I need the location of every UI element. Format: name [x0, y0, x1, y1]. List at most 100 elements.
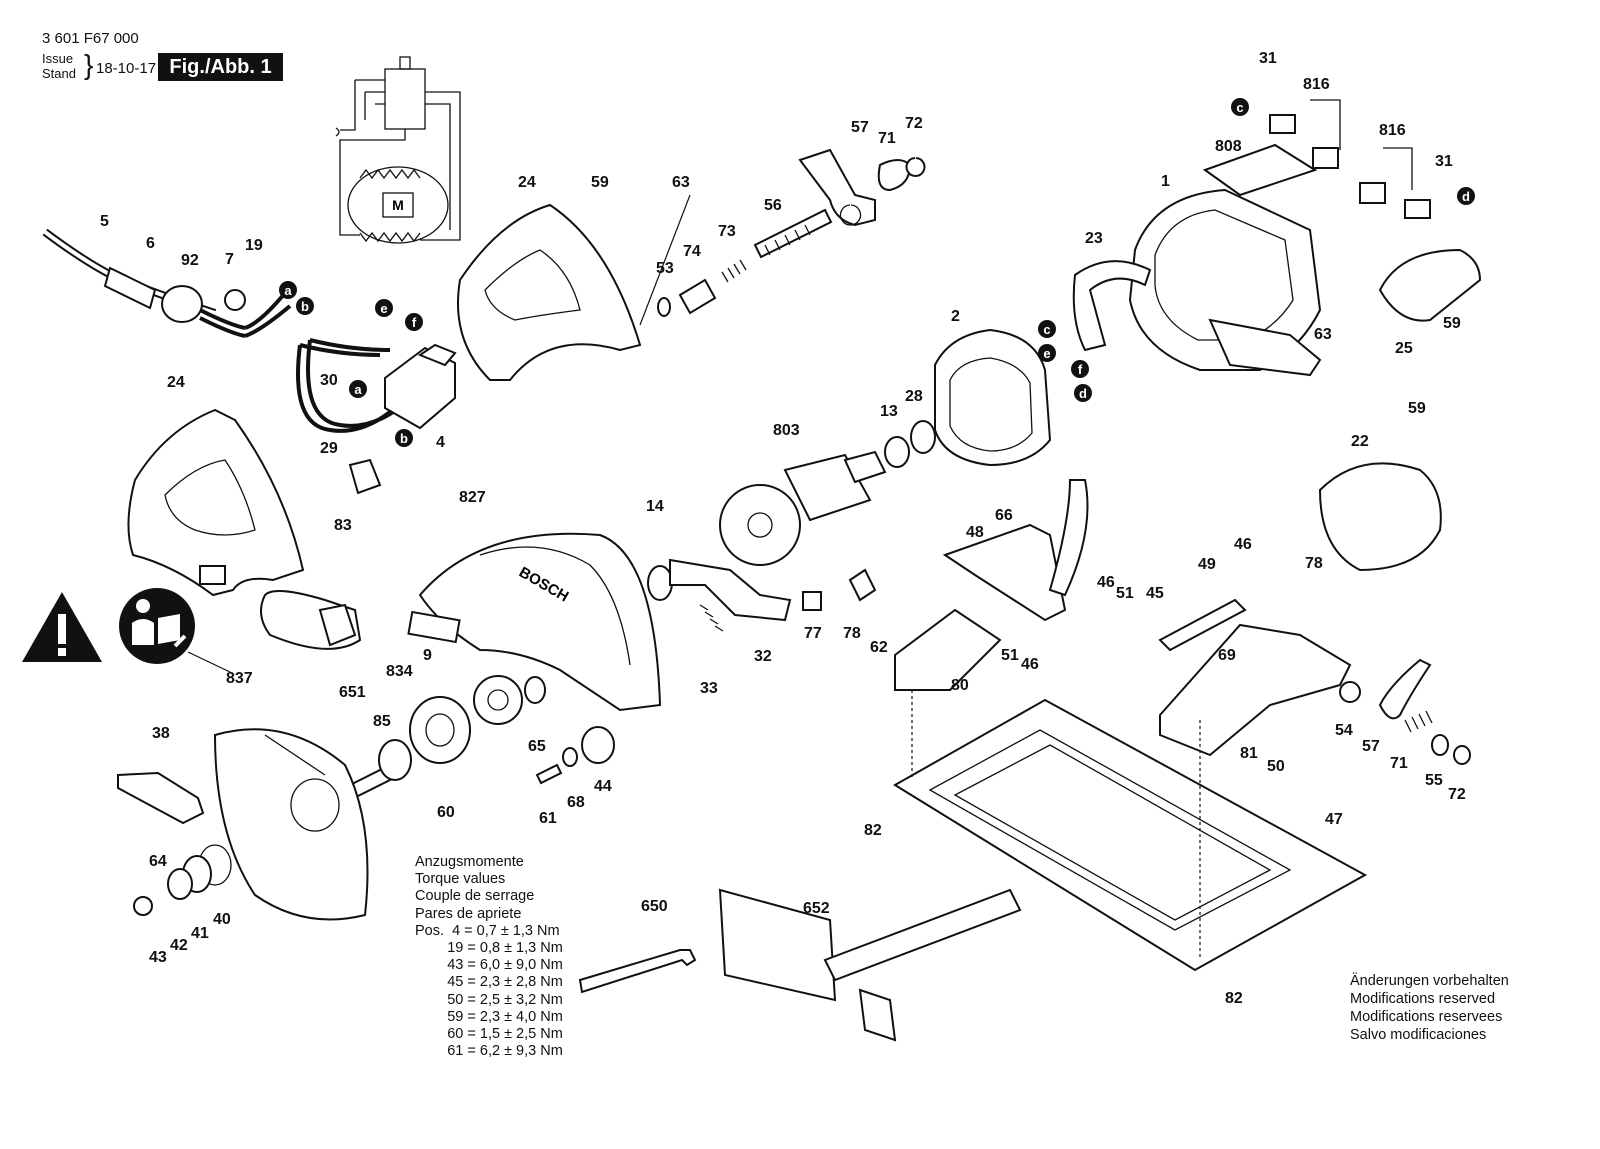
callout-63: 63 [1314, 326, 1332, 343]
torque-row: 61 = 6,2 ± 9,3 Nm [415, 1043, 563, 1060]
torque-row: 50 = 2,5 ± 3,2 Nm [415, 991, 563, 1008]
callout-22: 22 [1351, 433, 1369, 450]
front-bracket [1158, 598, 1352, 757]
torque-title-de: Anzugsmomente [415, 854, 524, 870]
callout-44: 44 [594, 778, 612, 795]
callout-837: 837 [226, 670, 253, 687]
fan-cover [1318, 462, 1442, 572]
torque-title-es: Pares de apriete [415, 905, 522, 922]
callout-45: 45 [1146, 585, 1164, 602]
callout-4: 4 [436, 434, 445, 451]
handle-half-right [457, 203, 642, 381]
callout-77: 77 [804, 625, 822, 642]
callout-92: 92 [181, 252, 199, 269]
callout-46: 46 [1234, 536, 1252, 553]
callout-31: 31 [1259, 50, 1277, 67]
torque-row: 45 = 2,3 ± 2,8 Nm [415, 974, 563, 991]
callout-650: 650 [641, 898, 668, 915]
callout-74: 74 [683, 243, 701, 260]
hex-key [578, 949, 697, 994]
part-callouts: 5 6 92 7 19 24 59 63 57 71 72 56 73 74 5… [100, 50, 1466, 1007]
torque-row: Pos. 4 = 0,7 ± 1,3 Nm [415, 922, 560, 939]
callout-60: 60 [437, 804, 455, 821]
handle-half-left [127, 408, 305, 597]
wire-letter-f [1071, 360, 1089, 378]
brush-holders [1269, 99, 1431, 219]
callout-9: 9 [423, 647, 432, 664]
note-fr: Modifications reservees [1350, 1009, 1503, 1025]
flange-assembly [348, 675, 546, 799]
wire-letter-a [349, 380, 367, 398]
rip-fence [718, 888, 1022, 1042]
callout-50: 50 [1267, 758, 1285, 775]
brace-symbol: } [84, 49, 94, 80]
callout-38: 38 [152, 725, 170, 742]
wire-letter-b [296, 297, 314, 315]
callout-816: 816 [1303, 76, 1330, 93]
callout-72: 72 [1448, 786, 1466, 803]
callout-30: 30 [320, 372, 338, 389]
callout-59: 59 [591, 174, 609, 191]
armature [719, 420, 936, 566]
callout-25: 25 [1395, 340, 1413, 357]
callout-81: 81 [1240, 745, 1258, 762]
depth-lever-bottom [1339, 658, 1471, 765]
callout-68: 68 [567, 794, 585, 811]
svg-text:f: f [1078, 362, 1083, 377]
callout-6: 6 [146, 235, 155, 252]
wire-letter-b [395, 429, 413, 447]
note-en: Modifications reserved [1350, 991, 1496, 1007]
callout-83: 83 [334, 517, 352, 534]
warning-icon [22, 592, 102, 662]
callout-13: 13 [880, 403, 898, 420]
svg-text:e: e [1043, 346, 1050, 361]
wire-letter-d [1074, 384, 1092, 402]
callout-65: 65 [528, 738, 546, 755]
callout-803: 803 [773, 422, 800, 439]
figure-label: Fig./Abb. 1 [158, 53, 283, 81]
callout-61: 61 [539, 810, 557, 827]
note-es: Salvo modificaciones [1350, 1027, 1487, 1043]
motor-housing [1128, 143, 1322, 377]
callout-57: 57 [851, 119, 869, 136]
callout-55: 55 [1425, 772, 1443, 789]
torque-title-en: Torque values [415, 871, 506, 888]
wiring-diagram: M [335, 56, 461, 244]
guard-lever [117, 771, 205, 825]
callout-48: 48 [966, 524, 984, 541]
callout-53: 53 [656, 260, 674, 277]
manual-arrow [187, 651, 231, 673]
callout-24: 24 [167, 374, 185, 391]
base-plate [893, 698, 1368, 972]
callout-64: 64 [149, 853, 167, 870]
callout-19: 19 [245, 237, 263, 254]
callout-2: 2 [951, 308, 960, 325]
callout-31: 31 [1435, 153, 1453, 170]
callout-808: 808 [1215, 138, 1242, 155]
callout-47: 47 [1325, 811, 1343, 828]
callout-41: 41 [191, 925, 209, 942]
callout-1: 1 [1161, 173, 1170, 190]
callout-57: 57 [1362, 738, 1380, 755]
callout-62: 62 [870, 639, 888, 656]
callout-652: 652 [803, 900, 830, 917]
stand-label: Stand [42, 66, 76, 81]
callout-827: 827 [459, 489, 486, 506]
callout-29: 29 [320, 440, 338, 457]
callout-46: 46 [1097, 574, 1115, 591]
callout-56: 56 [764, 197, 782, 214]
callout-85: 85 [373, 713, 391, 730]
callout-59: 59 [1408, 400, 1426, 417]
power-cable [42, 228, 292, 338]
note-de: Änderungen vorbehalten [1350, 973, 1509, 989]
callout-72: 72 [905, 115, 923, 132]
callout-816: 816 [1379, 122, 1406, 139]
svg-text:d: d [1079, 386, 1087, 401]
callout-51: 51 [1116, 585, 1134, 602]
callout-651: 651 [339, 684, 366, 701]
callout-78: 78 [1305, 555, 1323, 572]
callout-42: 42 [170, 937, 188, 954]
callout-71: 71 [1390, 755, 1408, 772]
depth-lever-top [753, 148, 926, 259]
callout-80: 80 [951, 677, 969, 694]
